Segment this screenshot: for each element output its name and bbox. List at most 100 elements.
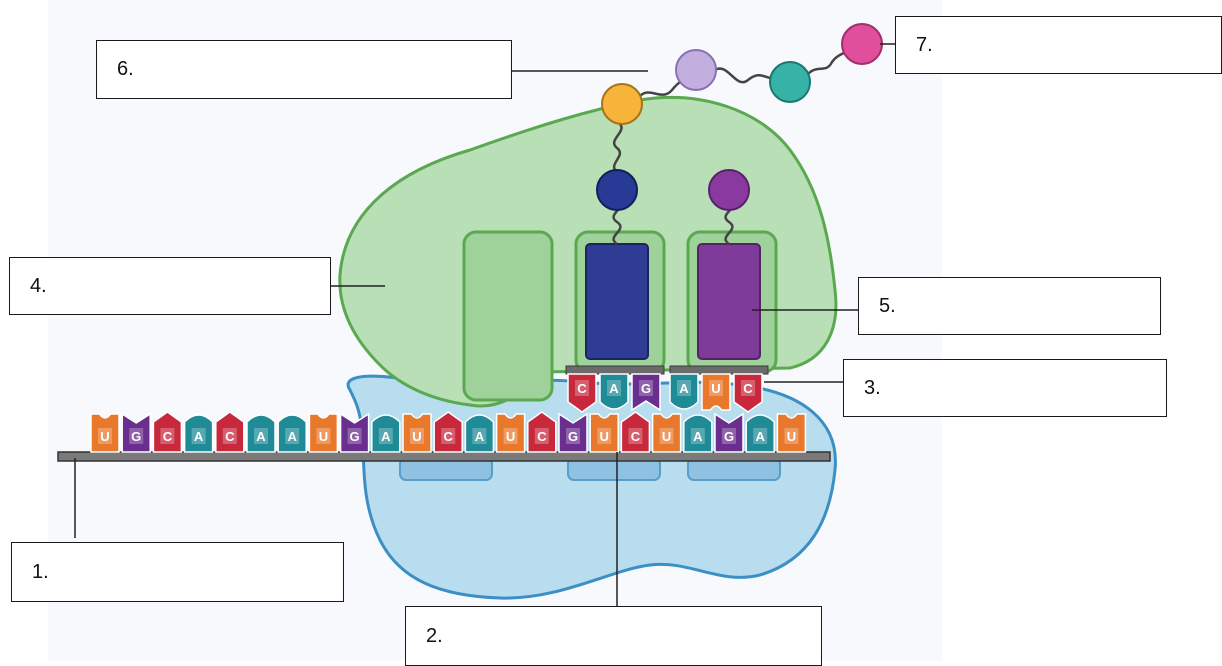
base-letter: U xyxy=(100,429,109,444)
anticodon-base-U xyxy=(701,373,731,411)
label-box-7[interactable]: 7. xyxy=(895,16,1222,74)
base-letter-panel xyxy=(285,428,300,444)
mrna-base-U xyxy=(90,413,120,453)
label-7-text: 7. xyxy=(916,33,933,56)
base-letter: C xyxy=(163,429,173,444)
base-letter-panel xyxy=(534,428,549,444)
base-letter: U xyxy=(412,429,421,444)
base-letter-panel xyxy=(607,380,621,396)
base-letter-panel xyxy=(347,428,362,444)
anticodon-base-C xyxy=(733,373,763,413)
label-2-text: 2. xyxy=(426,624,443,647)
base-letter-panel xyxy=(597,428,612,444)
mrna-base-U xyxy=(495,413,526,453)
base-letter: A xyxy=(288,429,298,444)
base-letter-panel xyxy=(160,428,175,444)
base-letter-panel xyxy=(677,380,691,396)
label-3-text: 3. xyxy=(864,376,881,399)
amino-acid-pink xyxy=(841,23,883,65)
base-letter-panel xyxy=(575,380,589,396)
base-letter: C xyxy=(225,429,235,444)
trna-body-blue xyxy=(585,243,649,360)
base-letter-panel xyxy=(503,428,518,444)
base-letter: A xyxy=(756,429,766,444)
peptide-bond-linker xyxy=(807,50,847,75)
base-letter-panel xyxy=(378,428,393,444)
base-letter-panel xyxy=(191,428,206,444)
peptide-bond-linker xyxy=(612,123,623,173)
base-letter: G xyxy=(724,429,734,444)
amino-acid-teal xyxy=(769,61,811,103)
base-letter: G xyxy=(131,429,141,444)
base-letter: A xyxy=(693,429,703,444)
label-5-text: 5. xyxy=(879,294,896,317)
base-letter-panel xyxy=(472,428,487,444)
anticodon-base-G xyxy=(631,373,661,412)
mrna-base-C xyxy=(527,411,557,453)
mrna-base-A xyxy=(371,414,401,453)
mrna-base-G xyxy=(121,412,151,453)
base-letter-panel xyxy=(639,380,653,396)
base-letter: U xyxy=(600,429,609,444)
base-letter-panel xyxy=(254,428,268,444)
base-letter-panel xyxy=(410,428,424,444)
base-letter-panel xyxy=(441,428,456,444)
amino-acid-lavender xyxy=(675,49,717,91)
base-letter-panel xyxy=(784,428,799,444)
mrna-base-U xyxy=(651,413,682,453)
anticodon-base-A xyxy=(599,373,629,410)
base-letter-panel xyxy=(222,428,237,444)
amino-acid-yellow xyxy=(601,83,643,125)
base-letter: A xyxy=(679,381,689,396)
label-box-2[interactable]: 2. xyxy=(405,606,822,666)
trna-site-e xyxy=(462,230,554,402)
label-box-3[interactable]: 3. xyxy=(843,359,1167,417)
base-letter: A xyxy=(381,429,391,444)
mrna-base-U xyxy=(589,413,619,453)
mrna-base-U xyxy=(776,413,807,453)
base-letter-panel xyxy=(722,428,736,444)
mrna-backbone xyxy=(57,451,831,462)
base-letter: U xyxy=(662,429,671,444)
base-letter: G xyxy=(350,429,360,444)
label-6-text: 6. xyxy=(117,58,134,80)
peptide-bond-linker xyxy=(714,67,771,84)
base-letter: C xyxy=(537,429,547,444)
mrna-base-A xyxy=(464,414,495,453)
base-letter: G xyxy=(641,381,651,396)
mrna-base-G xyxy=(714,412,744,453)
mrna-base-A xyxy=(683,414,713,453)
trna-body-purple xyxy=(697,243,761,360)
base-letter: C xyxy=(444,429,454,444)
base-letter-panel xyxy=(98,428,112,444)
base-letter-panel xyxy=(129,428,144,444)
mrna-base-C xyxy=(433,411,463,453)
base-letter-panel xyxy=(753,428,768,444)
label-box-5[interactable]: 5. xyxy=(858,277,1161,335)
small-ribosomal-subunit xyxy=(346,374,837,600)
base-letter: C xyxy=(631,429,641,444)
base-letter: A xyxy=(194,429,204,444)
label-box-1[interactable]: 1. xyxy=(11,542,344,602)
anticodon-bar xyxy=(565,365,665,375)
label-box-6[interactable]: 6. xyxy=(96,40,512,99)
mrna-base-G xyxy=(558,412,588,453)
base-letter: C xyxy=(577,381,587,396)
base-letter: U xyxy=(506,429,515,444)
mrna-base-G xyxy=(339,412,370,453)
base-letter-panel xyxy=(690,428,705,444)
base-letter: U xyxy=(787,429,796,444)
label-4-text: 4. xyxy=(30,274,47,297)
base-letter: A xyxy=(256,429,266,444)
base-letter: A xyxy=(609,381,619,396)
anticodon-base-A xyxy=(669,373,699,410)
base-letter-panel xyxy=(741,380,755,396)
mrna-base-A xyxy=(183,414,214,453)
base-letter-panel xyxy=(628,428,643,444)
anticodon-base-C xyxy=(567,373,597,413)
base-letter: C xyxy=(743,381,753,396)
label-box-4[interactable]: 4. xyxy=(9,257,331,315)
